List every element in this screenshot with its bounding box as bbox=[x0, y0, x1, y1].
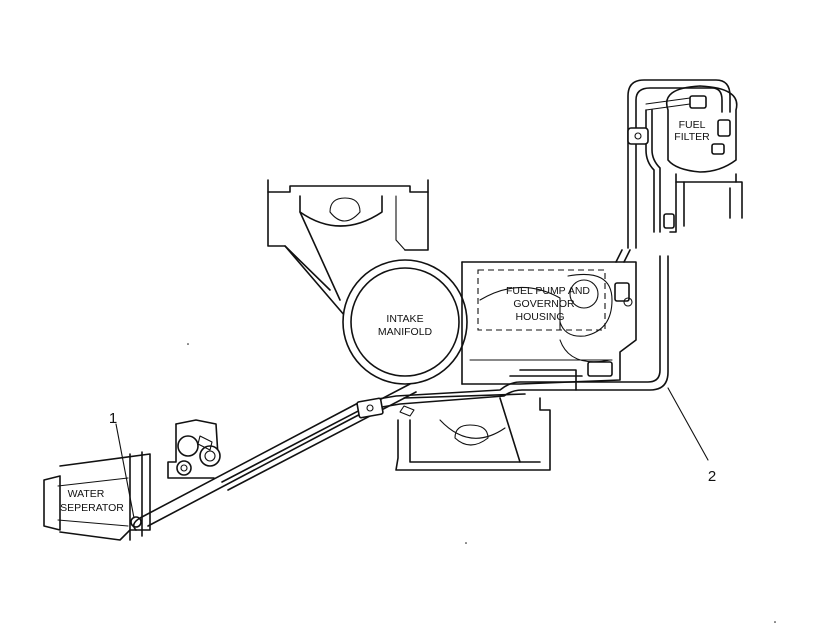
fuel-filter-label-line1: FUEL bbox=[679, 119, 706, 131]
callout-2: 2 bbox=[667, 387, 716, 485]
fuel-filter: FUEL FILTER bbox=[665, 85, 738, 173]
fuel-pump-label-line3: HOUSING bbox=[515, 311, 564, 323]
pump-inlet-fitting bbox=[587, 282, 633, 377]
callout-1-number: 1 bbox=[109, 410, 117, 427]
fuel-line-filter-loop bbox=[615, 79, 731, 263]
intake-manifold: INTAKE MANIFOLD bbox=[342, 259, 468, 385]
scan-speck bbox=[465, 542, 467, 544]
intake-manifold-label-line1: INTAKE bbox=[386, 313, 423, 325]
water-separator-label-line2: SEPERATOR bbox=[60, 502, 124, 514]
fuel-line-supply bbox=[132, 383, 526, 531]
fuel-filter-label-line2: FILTER bbox=[674, 131, 710, 143]
fuel-pump-label-line1: FUEL PUMP AND bbox=[506, 285, 590, 297]
water-separator: WATER SEPERATOR bbox=[43, 451, 151, 541]
fuel-pump-governor-housing: FUEL PUMP AND GOVERNOR HOUSING bbox=[461, 261, 637, 385]
callout-2-number: 2 bbox=[708, 468, 716, 485]
filter-mount-bracket bbox=[669, 173, 743, 233]
callout-1: 1 bbox=[109, 410, 135, 519]
upper-manifold-bracket bbox=[267, 179, 429, 317]
water-separator-label-line1: WATER bbox=[68, 488, 105, 500]
scan-speck bbox=[187, 343, 189, 345]
intake-manifold-label-line2: MANIFOLD bbox=[378, 326, 433, 338]
lower-manifold-bracket bbox=[395, 397, 551, 471]
fuel-pump-label-line2: GOVERNOR bbox=[513, 298, 575, 310]
scan-speck bbox=[774, 621, 776, 623]
primer-pump bbox=[167, 419, 221, 479]
